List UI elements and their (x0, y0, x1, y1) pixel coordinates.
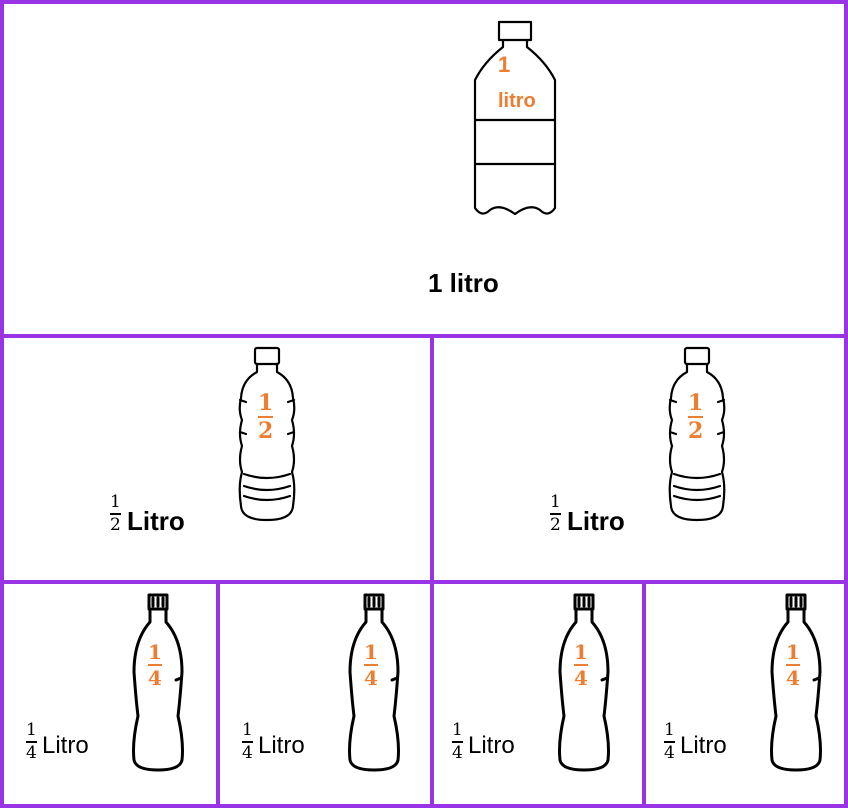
half-caption-word: Litro (567, 506, 625, 536)
one-liter-bottle-icon (473, 20, 557, 216)
quarter-caption-word: Litro (258, 732, 305, 759)
half-liter-bottle-icon (238, 346, 296, 522)
quarter-liter-bottle-icon (132, 593, 184, 772)
half-bottle-fraction: 1 2 (688, 390, 704, 444)
half-caption-fraction: 1 2 (550, 492, 561, 535)
quarter-liter-bottle-icon (558, 593, 610, 772)
whole-caption: 1 litro (428, 268, 499, 298)
quarter-caption-fraction: 1 4 (26, 720, 37, 763)
quarter-caption-fraction: 1 4 (242, 720, 253, 763)
quarter-caption-word: Litro (680, 732, 727, 759)
quarter-bottle-fraction: 1 4 (148, 640, 162, 690)
quarter-caption-fraction: 1 4 (664, 720, 675, 763)
half-caption-fraction: 1 2 (110, 492, 121, 535)
whole-liter-cell (0, 0, 848, 338)
quarter-bottle-fraction: 1 4 (574, 640, 588, 690)
half-liter-cell-2 (430, 334, 848, 584)
half-bottle-fraction: 1 2 (258, 390, 274, 444)
half-caption-word: Litro (127, 506, 185, 536)
quarter-liter-bottle-icon (770, 593, 822, 772)
quarter-bottle-fraction: 1 4 (364, 640, 378, 690)
half-liter-cell-1 (0, 334, 434, 584)
quarter-caption-fraction: 1 4 (452, 720, 463, 763)
quarter-liter-bottle-icon (348, 593, 400, 772)
quarter-liter-cell-4 (642, 580, 848, 808)
bottle-label-word: litro (498, 90, 536, 112)
quarter-bottle-fraction: 1 4 (786, 640, 800, 690)
quarter-liter-cell-3 (430, 580, 646, 808)
bottle-label-number: 1 (498, 52, 511, 77)
quarter-caption-word: Litro (42, 732, 89, 759)
quarter-liter-cell-1 (0, 580, 220, 808)
quarter-caption-word: Litro (468, 732, 515, 759)
half-liter-bottle-icon (668, 346, 726, 522)
